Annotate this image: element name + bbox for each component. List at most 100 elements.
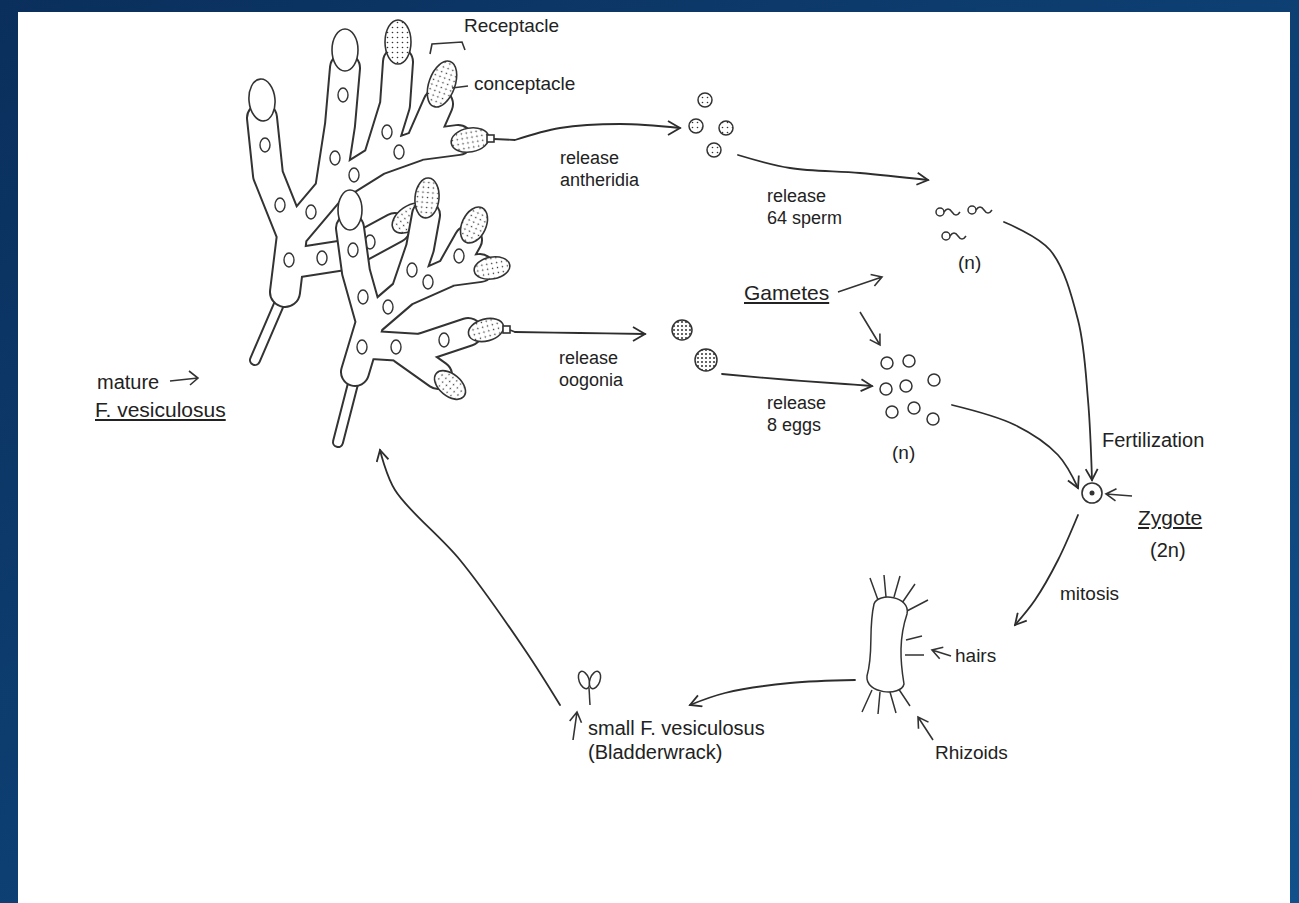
ploidy-label: (2n) <box>1150 538 1186 562</box>
air-bladder <box>358 290 368 304</box>
heading-label: Gametes <box>742 280 831 305</box>
oogonium <box>672 320 692 340</box>
juvenile-frond <box>587 670 603 690</box>
leader-line <box>452 86 468 88</box>
air-bladder <box>407 263 417 277</box>
juvenile-plant <box>576 670 603 705</box>
gamete-stage: (n) <box>928 160 1004 282</box>
life-cycle-arrow <box>690 680 855 705</box>
life-cycle-arrow <box>1015 515 1078 625</box>
frond-fill <box>350 215 480 375</box>
conceptacle-marker <box>503 326 510 333</box>
receptacle <box>422 57 463 111</box>
receptacle <box>429 365 471 405</box>
air-bladder <box>317 251 327 265</box>
receptacle <box>449 125 491 155</box>
part-label: Receptacle <box>462 15 561 38</box>
receptacle <box>472 254 511 282</box>
egg-cell <box>886 406 898 418</box>
receptacle <box>385 20 411 64</box>
air-bladders <box>260 88 404 267</box>
oogonia <box>672 320 717 371</box>
air-bladder <box>439 333 449 347</box>
stage-label: Zygote <box>1138 505 1202 530</box>
air-bladder <box>348 243 358 257</box>
leader-arrow <box>932 647 951 658</box>
air-bladder <box>423 275 433 289</box>
zygote-wall <box>1082 483 1102 503</box>
release-stub <box>494 139 515 140</box>
process-label: Fertilization <box>1100 428 1206 452</box>
species-name: F. vesiculosus <box>95 397 226 422</box>
frond-outline <box>350 215 480 375</box>
egg-cell <box>881 357 893 369</box>
air-bladder <box>357 340 367 354</box>
stage-label: mature <box>97 370 159 394</box>
leader-arrow <box>838 275 882 293</box>
embryo-stage: hairsRhizoids <box>855 575 1015 790</box>
leader-arrow <box>170 371 198 385</box>
air-bladder <box>330 151 340 165</box>
egg-cell <box>880 383 892 395</box>
antheridium <box>707 143 721 157</box>
receptacle <box>413 177 440 219</box>
process-label: mitosis <box>1058 583 1121 606</box>
leader-arrow <box>570 712 582 740</box>
egg-cells <box>880 355 940 425</box>
part-label: conceptacle <box>472 73 577 96</box>
air-bladder <box>260 138 270 152</box>
antheridium <box>689 119 703 133</box>
ploidy-label: (n) <box>892 442 915 465</box>
air-bladder <box>454 249 464 263</box>
process-label: release antheridia <box>558 148 652 191</box>
egg-cell <box>908 402 920 414</box>
air-bladder <box>382 125 392 139</box>
egg-cell <box>903 355 915 367</box>
zygote-stage: Zygote (2n) <box>1078 480 1218 570</box>
juvenile-stipe <box>589 688 590 705</box>
juvenile-stage: small F. vesiculosus (Bladderwrack) <box>555 705 855 805</box>
air-bladders <box>348 243 464 354</box>
gamete-stage: (n) <box>872 355 952 473</box>
sperm-cell <box>942 232 950 240</box>
air-bladder <box>284 253 294 267</box>
sperm-tail <box>950 233 966 239</box>
air-bladder <box>383 300 393 314</box>
sperm-cell <box>968 206 976 214</box>
ploidy-label: (n) <box>958 252 981 275</box>
paper-sheet <box>18 12 1290 903</box>
air-bladder <box>275 198 285 212</box>
frond-tip <box>338 190 362 230</box>
antheridia <box>689 93 733 157</box>
leader-arrow <box>860 312 880 345</box>
egg-cell <box>928 374 940 386</box>
leader-arrow <box>918 717 933 740</box>
plant-stage: mature F. vesiculosus <box>92 140 515 450</box>
frond-tip <box>247 78 277 122</box>
sperm-tail <box>976 207 992 213</box>
oogonium <box>695 349 717 371</box>
air-bladder <box>338 88 348 102</box>
egg-cell <box>900 380 912 392</box>
air-bladder <box>349 168 359 182</box>
receptacle-bracket <box>430 42 465 54</box>
process-label: release oogonia <box>557 348 651 391</box>
leader-lines <box>170 42 1132 740</box>
life-cycle-arrow <box>952 405 1078 488</box>
process-label: release 64 sperm <box>765 186 849 229</box>
receptacle <box>455 203 493 248</box>
conceptacle-marker <box>487 135 494 142</box>
embryo <box>862 575 928 714</box>
antheridium <box>719 121 733 135</box>
receptacle <box>466 315 506 346</box>
frond-tip <box>332 29 358 71</box>
life-cycle-arrow <box>1004 222 1092 480</box>
frond-tips <box>247 20 494 239</box>
zygote-cell <box>1082 483 1102 503</box>
part-label: Rhizoids <box>935 742 1008 765</box>
zygote-nucleus <box>1090 491 1095 496</box>
egg-cell <box>927 413 939 425</box>
air-bladder <box>306 205 316 219</box>
connector-group <box>380 124 1092 705</box>
